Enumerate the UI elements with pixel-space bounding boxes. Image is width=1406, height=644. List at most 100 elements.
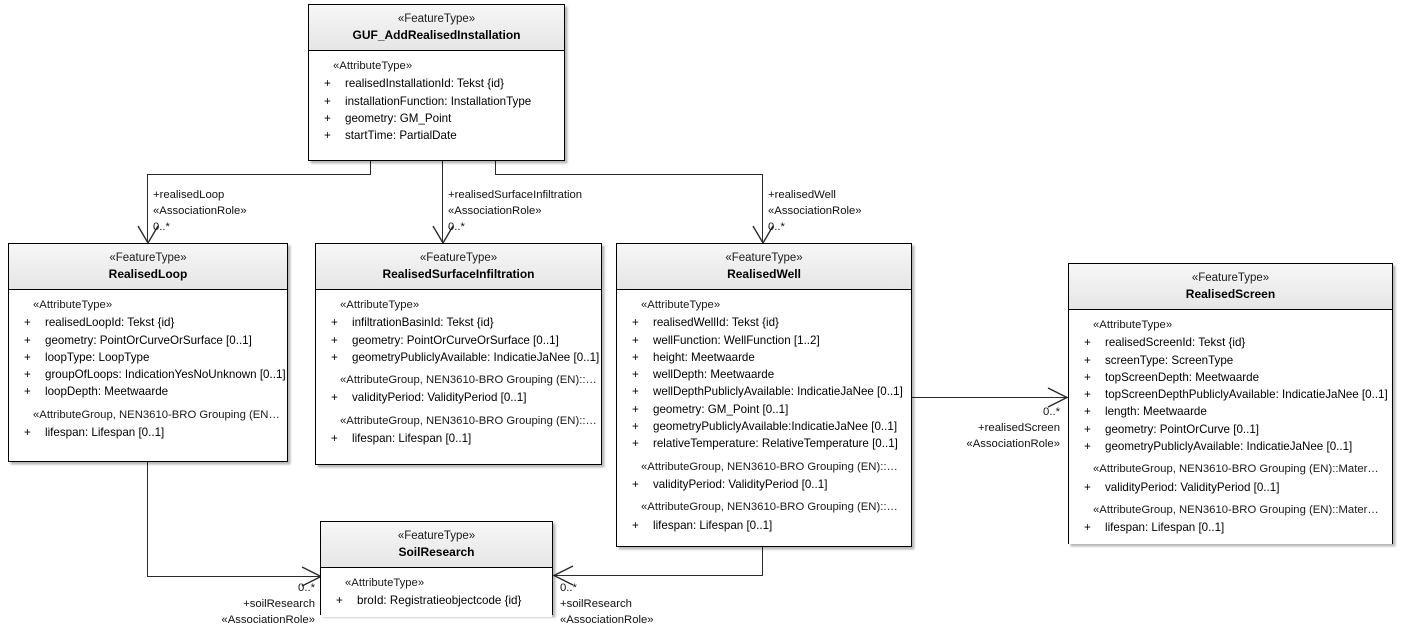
class-header-realised-surface-infiltration: «FeatureType» RealisedSurfaceInfiltratio…	[316, 244, 601, 290]
attribute-row: +lifespan: Lifespan [0..1]	[619, 517, 909, 534]
attribute-text: topScreenDepthPubliclyAvailable: Indicat…	[1105, 388, 1388, 402]
visibility-marker: +	[24, 385, 31, 399]
class-stereotype-guf: «FeatureType»	[397, 13, 476, 25]
attribute-row: + validityPeriod: ValidityPeriod [0..1]	[318, 389, 599, 406]
attribute-text: validityPeriod: ValidityPeriod [0..1]	[352, 391, 527, 405]
attribute-text: realisedWellId: Tekst {id}	[653, 316, 779, 330]
class-box-soil-research[interactable]: «FeatureType» SoilResearch «AttributeTyp…	[320, 521, 553, 617]
class-box-realised-well[interactable]: «FeatureType» RealisedWell «AttributeTyp…	[616, 243, 912, 547]
edge-multiplicity-soilresearch-from-well: 0..*	[560, 582, 577, 594]
class-name-guf: GUF_AddRealisedInstallation	[352, 28, 521, 42]
class-name-realised-loop: RealisedLoop	[108, 267, 188, 281]
connector-well-to-soilresearch-left	[554, 575, 763, 577]
visibility-marker: +	[331, 432, 338, 446]
edge-role-realised-screen: +realisedScreen	[978, 422, 1060, 434]
edge-label-soilresearch-from-well: 0..* +soilResearch «AssociationRole»	[560, 580, 654, 628]
class-box-realised-screen[interactable]: «FeatureType» RealisedScreen «AttributeT…	[1068, 263, 1393, 544]
visibility-marker: +	[1084, 440, 1091, 454]
attribute-text: lifespan: Lifespan [0..1]	[352, 432, 472, 446]
edge-label-soilresearch-from-loop: 0..* +soilResearch «AssociationRole»	[140, 580, 315, 628]
visibility-marker: +	[331, 391, 338, 405]
attribute-text: geometryPubliclyAvailable: IndicatieJaNe…	[1105, 440, 1353, 454]
attribute-row: +realisedLoopId: Tekst {id}	[11, 314, 285, 331]
visibility-marker: +	[324, 129, 331, 143]
attribute-row: + geometry: PointOrCurveOrSurface [0..1]	[11, 332, 285, 349]
visibility-marker: +	[1084, 370, 1091, 384]
attribute-text: loopDepth: Meetwaarde	[45, 385, 169, 399]
visibility-marker: +	[1084, 422, 1091, 436]
connector-well-to-screen	[912, 397, 1070, 399]
attribute-row: +validityPeriod: ValidityPeriod [0..1]	[1071, 479, 1390, 496]
attribute-text: validityPeriod: ValidityPeriod [0..1]	[653, 477, 828, 491]
attribute-group-label: «AttributeType»	[641, 299, 721, 311]
visibility-marker: +	[632, 333, 639, 347]
attribute-text: geometryPubliclyAvailable: IndicatieJaNe…	[352, 350, 599, 364]
attribute-row: +realisedScreenId: Tekst {id}	[1071, 334, 1390, 351]
visibility-marker: +	[24, 333, 31, 347]
attribute-text: broId: Registratieobjectcode {id}	[357, 594, 522, 608]
edge-label-realised-surface-infiltration: +realisedSurfaceInfiltration «Associatio…	[448, 187, 582, 235]
visibility-marker: +	[632, 402, 639, 416]
visibility-marker: +	[632, 316, 639, 330]
class-body-realised-surface-infiltration: «AttributeType» +infiltrationBasinId: Te…	[316, 290, 601, 455]
visibility-marker: +	[1084, 353, 1091, 367]
class-name-realised-surface-infiltration: RealisedSurfaceInfiltration	[382, 267, 535, 281]
visibility-marker: +	[324, 111, 331, 125]
edge-stereotype-realised-well: «AssociationRole»	[768, 205, 862, 217]
visibility-marker: +	[1084, 336, 1091, 350]
attribute-group-label: «AttributeGroup, NEN3610-BRO Grouping (E…	[33, 408, 280, 421]
class-box-guf-add-realised-installation[interactable]: «FeatureType» GUF_AddRealisedInstallatio…	[308, 4, 565, 161]
attribute-row: + lifespan: Lifespan [0..1]	[11, 424, 285, 441]
attribute-text: lifespan: Lifespan [0..1]	[45, 426, 165, 440]
attribute-row: + relativeTemperature: RelativeTemperatur…	[619, 435, 909, 452]
attribute-text: lifespan: Lifespan [0..1]	[1105, 521, 1225, 535]
attribute-text: validityPeriod: ValidityPeriod [0..1]	[1105, 480, 1280, 494]
edge-multiplicity-realised-surface-infiltration: 0..*	[448, 221, 465, 233]
visibility-marker: +	[632, 368, 639, 382]
attribute-text: relativeTemperature: RelativeTemperature…	[653, 437, 898, 451]
attribute-text: topScreenDepth: Meetwaarde	[1105, 370, 1260, 384]
attribute-row: + loopDepth: Meetwaarde	[11, 383, 285, 400]
attribute-text: geometry: PointOrCurveOrSurface [0..1]	[352, 333, 559, 347]
visibility-marker: +	[632, 477, 639, 491]
edge-multiplicity-realised-loop: 0..*	[153, 221, 170, 233]
class-box-realised-loop[interactable]: «FeatureType» RealisedLoop «AttributeTyp…	[8, 243, 288, 462]
attribute-row: + topScreenDepthPubliclyAvailable: Indica…	[1071, 386, 1390, 403]
class-stereotype-realised-well: «FeatureType»	[725, 252, 803, 264]
visibility-marker: +	[24, 350, 31, 364]
attribute-text: height: Meetwaarde	[653, 350, 755, 364]
visibility-marker: +	[632, 437, 639, 451]
connector-well-to-soilresearch-down	[762, 547, 764, 576]
attribute-text: geometry: PointOrCurveOrSurface [0..1]	[45, 333, 252, 347]
edge-role-realised-loop: +realisedLoop	[153, 189, 225, 201]
attribute-text: wellDepthPubliclyAvailable: IndicatieJaN…	[653, 385, 903, 399]
attribute-row: +broId: Registratieobjectcode {id}	[323, 592, 550, 609]
attribute-row: +lifespan: Lifespan [0..1]	[1071, 519, 1390, 536]
edge-label-realised-screen: 0..* +realisedScreen «AssociationRole»	[900, 404, 1060, 452]
edge-multiplicity-realised-well: 0..*	[768, 221, 785, 233]
edge-role-realised-surface-infiltration: +realisedSurfaceInfiltration	[448, 189, 583, 201]
attribute-text: realisedInstallationId: Tekst {id}	[345, 77, 504, 91]
class-name-realised-well: RealisedWell	[727, 267, 801, 281]
visibility-marker: +	[24, 316, 31, 330]
attribute-text: startTime: PartialDate	[345, 129, 457, 143]
visibility-marker: +	[1084, 388, 1091, 402]
edge-label-realised-loop: +realisedLoop «AssociationRole» 0..*	[153, 187, 247, 235]
attribute-text: groupOfLoops: IndicationYesNoUnknown [0.…	[45, 368, 285, 382]
edge-stereotype-realised-loop: «AssociationRole»	[153, 205, 247, 217]
connector-guf-to-loop-stub	[370, 160, 372, 175]
visibility-marker: +	[331, 350, 338, 364]
edge-stereotype-realised-surface-infiltration: «AssociationRole»	[448, 205, 542, 217]
attribute-group-label: «AttributeGroup, NEN3610-BRO Grouping (E…	[1093, 463, 1379, 476]
visibility-marker: +	[632, 420, 639, 434]
visibility-marker: +	[24, 426, 31, 440]
visibility-marker: +	[324, 94, 331, 108]
attribute-text: geometry: GM_Point	[345, 111, 452, 125]
edge-label-realised-well: +realisedWell «AssociationRole» 0..*	[768, 187, 862, 235]
attribute-row: + geometry: GM_Point	[311, 110, 562, 127]
attribute-row: +geometry: GM_Point [0..1]	[619, 401, 909, 418]
class-box-realised-surface-infiltration[interactable]: «FeatureType» RealisedSurfaceInfiltratio…	[315, 243, 602, 465]
connector-loop-to-soilresearch-right	[147, 576, 321, 578]
attribute-group-label: «AttributeGroup, NEN3610-BRO Grouping (E…	[641, 460, 898, 473]
attribute-group-label: «AttributeType»	[340, 299, 420, 311]
